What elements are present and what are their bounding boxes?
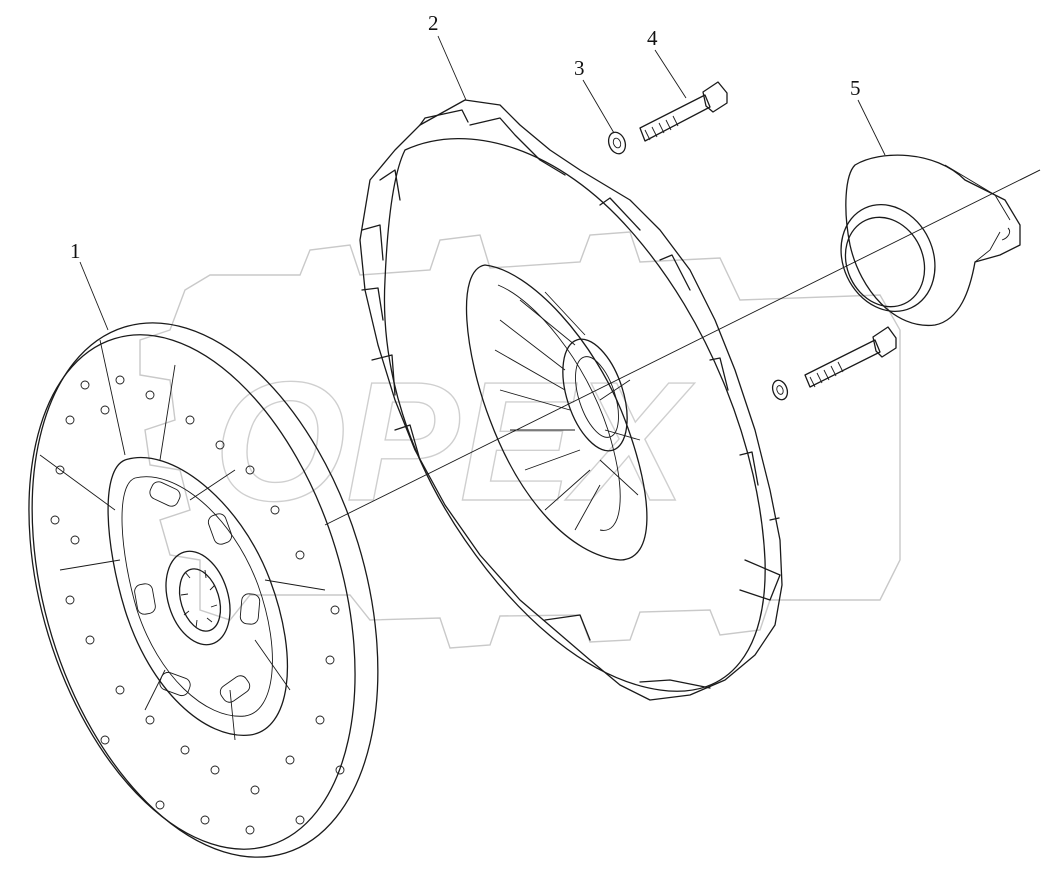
watermark-gear (139, 231, 901, 649)
pressure-plate (359, 99, 783, 701)
callout-5: 5 (850, 76, 861, 100)
callout-2: 2 (428, 11, 439, 35)
callout-labels: 1 2 3 4 5 (70, 11, 861, 263)
washer (607, 131, 789, 401)
clutch-disc (28, 322, 379, 858)
svg-text:OPEX: OPEX (214, 347, 695, 537)
callout-3: 3 (574, 56, 585, 80)
watermark-text: OPEX (213, 346, 695, 537)
release-bearing (840, 154, 1041, 326)
leader-lines (79, 35, 886, 331)
callout-1: 1 (70, 239, 81, 263)
assembly-axis (324, 169, 1041, 526)
bolt (639, 81, 897, 388)
callout-4: 4 (647, 26, 658, 50)
